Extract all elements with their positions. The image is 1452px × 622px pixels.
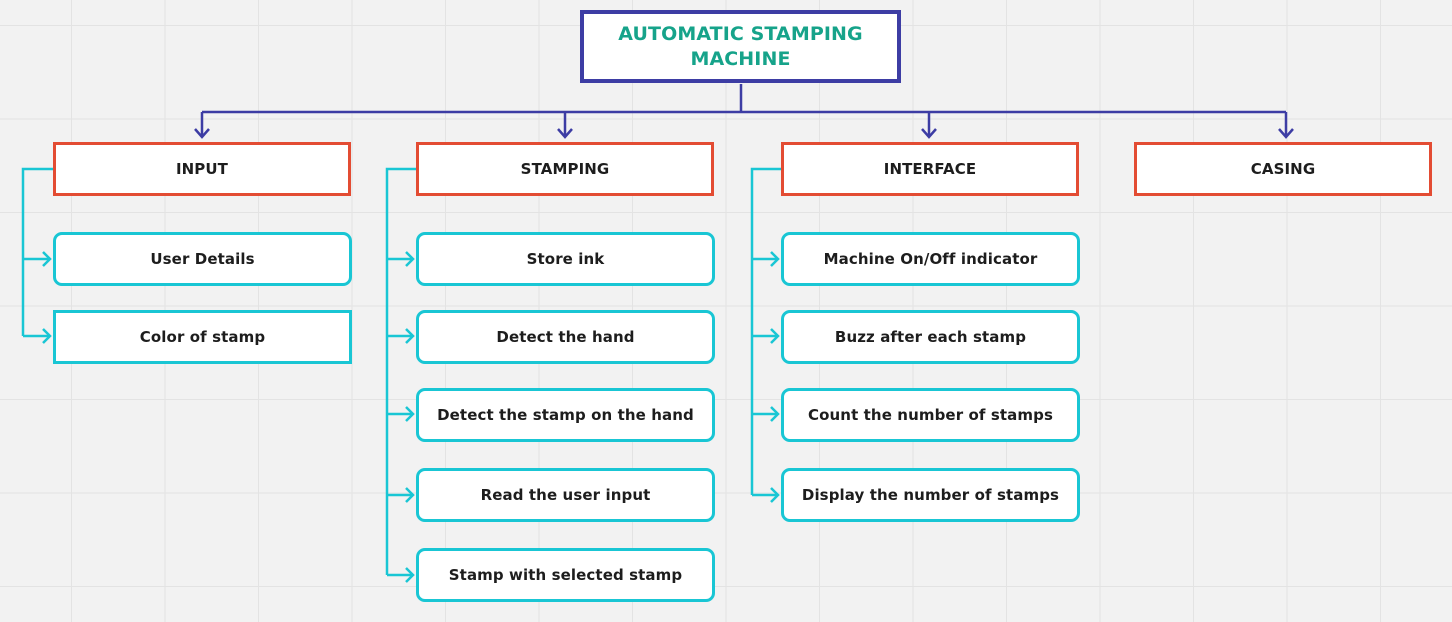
leaf-label: Store ink [526,250,605,268]
category-node-input[interactable]: INPUT [53,142,351,196]
leaf-arrowhead [770,406,780,422]
leaf-node-machine-on-off-indicator[interactable]: Machine On/Off indicator [781,232,1080,286]
leaf-label: User Details [150,250,255,268]
leaf-label: Count the number of stamps [808,406,1053,424]
leaf-arrowhead [405,567,415,583]
leaf-arrowhead [405,406,415,422]
leaf-arrowhead [770,328,780,344]
category-label: STAMPING [520,160,610,178]
interface-spine-line [750,167,781,495]
leaf-node-color-of-stamp[interactable]: Color of stamp [53,310,352,364]
leaf-arrowhead [405,328,415,344]
category-label: INPUT [175,160,229,178]
arrowhead-stamping [557,128,573,139]
arrowhead-interface [921,128,937,139]
leaf-node-store-ink[interactable]: Store ink [416,232,715,286]
interface-leaf-connectors [750,167,781,503]
leaf-node-read-user-input[interactable]: Read the user input [416,468,715,522]
arrowhead-casing [1278,128,1294,139]
leaf-arrowhead [405,487,415,503]
leaf-node-user-details[interactable]: User Details [53,232,352,286]
leaf-label: Machine On/Off indicator [823,250,1038,268]
input-spine-line [21,167,53,336]
leaf-label: Read the user input [480,486,651,504]
category-label: INTERFACE [883,160,977,178]
stamping-leaf-connectors [385,167,416,583]
leaf-node-detect-stamp-on-hand[interactable]: Detect the stamp on the hand [416,388,715,442]
stamping-spine-line [385,167,416,575]
arrowhead-input [194,128,210,139]
leaf-node-buzz-after-each-stamp[interactable]: Buzz after each stamp [781,310,1080,364]
category-node-interface[interactable]: INTERFACE [781,142,1079,196]
leaf-label: Buzz after each stamp [834,328,1027,346]
leaf-node-stamp-with-selected-stamp[interactable]: Stamp with selected stamp [416,548,715,602]
leaf-label: Color of stamp [139,328,266,346]
leaf-node-count-number-of-stamps[interactable]: Count the number of stamps [781,388,1080,442]
root-title-line-1: AUTOMATIC STAMPING [618,22,863,45]
root-node[interactable]: AUTOMATIC STAMPING MACHINE [580,10,901,83]
leaf-label: Display the number of stamps [801,486,1060,504]
input-leaf-connectors [21,167,53,344]
leaf-label: Detect the hand [496,328,635,346]
root-title-line-2: MACHINE [690,47,791,70]
leaf-arrowhead [42,251,52,267]
leaf-arrowhead [42,328,52,344]
root-connectors [194,84,1294,139]
leaf-arrowhead [405,251,415,267]
category-node-stamping[interactable]: STAMPING [416,142,714,196]
leaf-label: Stamp with selected stamp [448,566,683,584]
category-label: CASING [1250,160,1316,178]
category-node-casing[interactable]: CASING [1134,142,1432,196]
leaf-label: Detect the stamp on the hand [437,406,694,424]
leaf-arrowhead [770,251,780,267]
leaf-node-display-number-of-stamps[interactable]: Display the number of stamps [781,468,1080,522]
leaf-arrowhead [770,487,780,503]
leaf-node-detect-the-hand[interactable]: Detect the hand [416,310,715,364]
